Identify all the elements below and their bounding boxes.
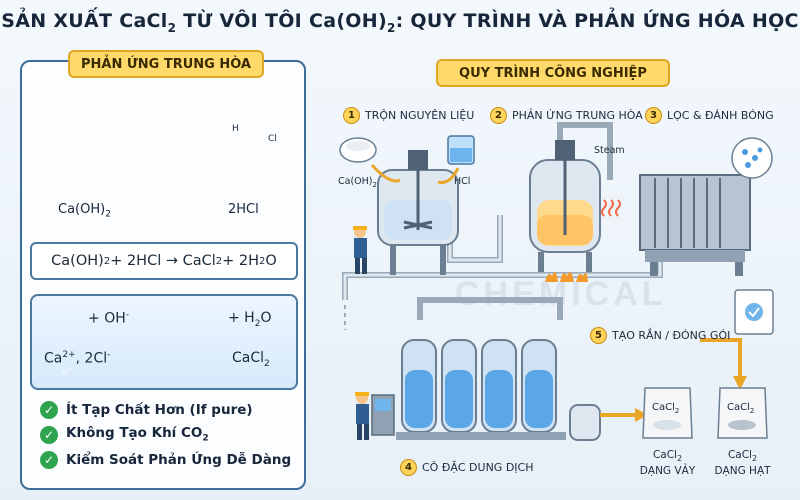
reactant-hcl-label: 2HCl xyxy=(228,202,259,217)
benefits-list: ✓ Ít Tạp Chất Hơn (If pure) ✓ Không Tạo … xyxy=(40,397,291,472)
water-product: + H2O xyxy=(228,310,272,329)
ion-reaction-box: + OH- + H2O Ca2+, 2Cl- CaCl2 xyxy=(30,294,298,390)
benefit-item: ✓ Không Tạo Khí CO2 xyxy=(40,422,291,447)
flask-cl-label: Cl xyxy=(268,134,277,144)
reactant-caoh2-label: Ca(OH)2 xyxy=(58,202,111,220)
ion-row-1: + OH- xyxy=(88,310,129,327)
flame-icon xyxy=(545,272,588,282)
benefit-item: ✓ Ít Tạp Chất Hơn (If pure) xyxy=(40,397,291,422)
caoh2-feed-label: Ca(OH)2 xyxy=(338,176,377,189)
crystallizer-vessel xyxy=(569,404,601,441)
flask-h-label: H xyxy=(232,124,239,134)
caoh2-bowl-icon xyxy=(339,137,377,163)
h-ion-label: H+ xyxy=(62,366,73,377)
ion-row-2: Ca2+, 2Cl- xyxy=(44,350,111,367)
oh-label-2: OH xyxy=(94,123,108,133)
worker-figure xyxy=(353,226,367,274)
check-icon: ✓ xyxy=(40,400,58,419)
quality-badge-icon xyxy=(734,289,774,335)
page-title: SẢN XUẤT CaCl2 TỪ VÔI TÔI Ca(OH)2: QUY T… xyxy=(1,10,799,35)
operator-figure xyxy=(355,392,395,440)
neutralization-banner: PHẢN ỨNG TRUNG HÒA xyxy=(68,50,264,78)
cacl2-product: CaCl2 xyxy=(232,350,270,369)
neutralization-panel: PHẢN ỨNG TRUNG HÒA Ca(OH)2 2HCl Ca(OH)2 … xyxy=(20,50,306,490)
bag-flakes-caption: CaCl2 DẠNG VẢY xyxy=(639,449,696,478)
bag-granules xyxy=(717,387,768,439)
hcl-feed-label: HCl xyxy=(454,176,471,187)
industrial-process-banner: QUY TRÌNH CÔNG NGHIỆP xyxy=(436,59,670,87)
mixing-tank xyxy=(377,150,459,275)
check-icon: ✓ xyxy=(40,425,58,444)
bag-granules-tag: CaCl2 xyxy=(727,402,755,415)
bag-flakes xyxy=(642,387,693,439)
oh-label: OH xyxy=(66,123,80,133)
steam-label: Steam xyxy=(594,145,625,156)
reactor-tank xyxy=(529,140,601,272)
bag-granules-caption: CaCl2 DẠNG HẠT xyxy=(714,449,771,478)
check-icon: ✓ xyxy=(40,450,58,469)
filter-press xyxy=(639,174,751,276)
benefit-item: ✓ Kiểm Soát Phản Ứng Dễ Dàng xyxy=(40,447,291,472)
bag-flakes-tag: CaCl2 xyxy=(652,402,680,415)
evaporator-columns xyxy=(396,339,566,440)
hcl-beaker-icon xyxy=(447,135,475,165)
heat-waves-icon xyxy=(601,199,621,217)
droplets-icon xyxy=(731,137,773,179)
